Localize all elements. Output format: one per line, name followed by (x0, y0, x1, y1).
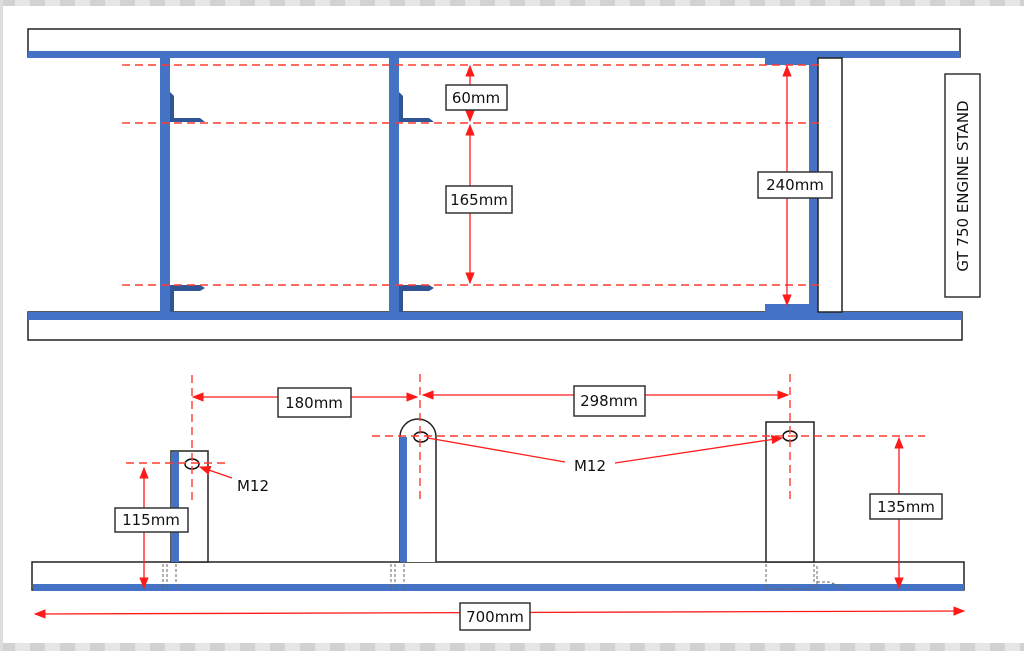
dim-label-298: 298mm (580, 392, 638, 410)
dim-label-180: 180mm (285, 394, 343, 412)
dim-label-135: 135mm (877, 498, 935, 516)
base-rail-steel (33, 584, 964, 591)
page-border-bottom (0, 643, 1024, 651)
title-box (944, 73, 981, 298)
bolt-left-leader (198, 465, 233, 479)
crossmember-1 (160, 58, 170, 312)
bracket-2-upper (399, 92, 434, 122)
middle-bolt-hole (413, 431, 429, 443)
dim-label-240: 240mm (766, 176, 824, 194)
end-pad-upper (765, 58, 810, 65)
dim-label-180-box (277, 387, 352, 418)
dim-label-135-box (869, 493, 943, 520)
middle-plate-hidden-lines (390, 564, 405, 590)
middle-mount-plate-steel (400, 437, 407, 562)
bolt-shared-label: M12 (574, 457, 606, 475)
bolt-middle-leader (427, 437, 566, 463)
dim-label-165-box (445, 185, 513, 214)
drawing-title: GT 750 ENGINE STAND (954, 100, 972, 271)
bolt-left-label: M12 (237, 477, 269, 495)
crossmember-2 (389, 58, 399, 312)
top-view: 60mm 165mm 240mm GT 750 ENGINE STAND (27, 28, 981, 341)
dim-label-115-box (114, 507, 189, 533)
left-mount-plate-steel (171, 452, 179, 562)
dim-label-60: 60mm (452, 89, 500, 107)
dim-label-700: 700mm (466, 608, 524, 626)
page-border-top (0, 0, 1024, 6)
dim-label-60-box (445, 84, 508, 111)
dim-label-115: 115mm (122, 511, 180, 529)
side-view: 180mm 298mm 115mm 135mm 700mm M12 M12 (31, 374, 966, 631)
bracket-1-upper (170, 92, 205, 122)
dim-label-298-box (573, 385, 646, 417)
dim-label-240-box (757, 171, 833, 199)
bracket-1-lower (170, 285, 205, 312)
left-plate-hidden-lines (162, 564, 177, 590)
middle-mount-plate (399, 418, 437, 562)
page-border-left (0, 0, 3, 651)
dim-label-165: 165mm (450, 191, 508, 209)
bolt-right-leader (614, 434, 784, 464)
end-plate (817, 57, 843, 313)
end-pad-lower (765, 304, 810, 312)
bottom-rail-steel (28, 312, 962, 320)
top-rail-steel (28, 51, 960, 58)
bracket-2-lower (399, 285, 434, 312)
right-plate-hidden-lines (765, 564, 846, 590)
dim-label-700-box (459, 602, 531, 631)
